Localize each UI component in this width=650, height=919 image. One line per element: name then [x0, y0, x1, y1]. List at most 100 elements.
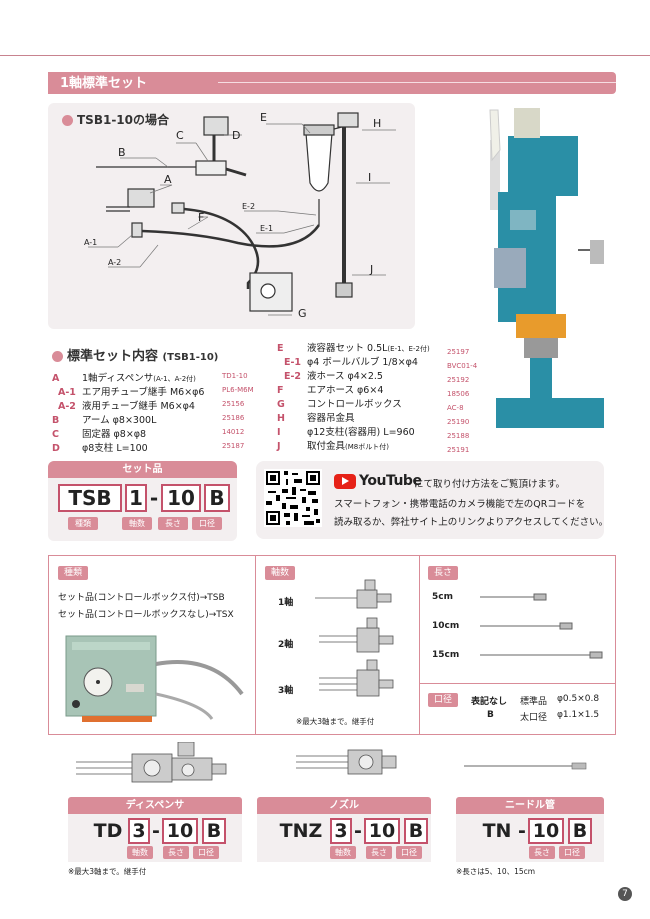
diagram-label-a: A: [164, 173, 172, 186]
parts-number: 25190: [447, 418, 470, 426]
parts-number: TD1-10: [222, 372, 248, 380]
length-option-10: 10cm: [432, 621, 460, 631]
code-part: TN: [482, 820, 512, 842]
tag-length: 長さ: [529, 846, 555, 859]
dispenser-title: ディスペンサ: [68, 797, 242, 814]
youtube-wordmark: YouTube: [359, 473, 422, 489]
parts-label: A: [52, 373, 60, 384]
qr-code[interactable]: [264, 469, 322, 527]
parts-number: 25191: [447, 446, 470, 454]
parts-label: H: [277, 413, 285, 424]
parts-row: B アーム φ8×300L 25186: [52, 412, 244, 426]
diagram-label-e: E: [260, 111, 267, 124]
page-number: 7: [618, 887, 632, 901]
code-axis: 3: [128, 818, 150, 844]
parts-number: 25197: [447, 348, 470, 356]
parts-label: C: [52, 429, 59, 440]
needle-tags: 長さ 口径: [529, 846, 585, 859]
parts-text: エアホース φ6×4: [307, 385, 384, 396]
code-length: 10: [364, 818, 400, 844]
code-length: 10: [162, 818, 198, 844]
tag-bore: 口径: [192, 517, 222, 530]
code-part: TD: [93, 820, 123, 842]
parts-text: アーム φ8×300L: [82, 415, 157, 426]
parts-text: φ12支柱(容器用) L=960: [307, 427, 415, 438]
bore-code-large: B: [487, 710, 494, 720]
code-part: TNZ: [279, 820, 323, 842]
dispenser-tags: 軸数 長さ 口径: [127, 846, 219, 859]
diagram-panel: [48, 103, 415, 329]
parts-text: φ8支柱 L=100: [82, 443, 148, 454]
needle-code: TN - 10 B: [478, 818, 592, 844]
diagram-label-a2: A-2: [108, 258, 121, 267]
parts-number: 25192: [447, 376, 470, 384]
parts-text: 1軸ディスペンサ: [82, 373, 154, 384]
parts-text: 取付金具: [307, 441, 346, 452]
options-type-line2: セット品(コントロールボックスなし)→TSX: [58, 610, 234, 620]
code-bore: B: [204, 484, 230, 512]
parts-text: φ4 ボールバルブ 1/8×φ4: [307, 357, 418, 368]
axis-note: ※最大3軸まで。継手付: [296, 717, 375, 726]
parts-label: B: [52, 415, 60, 426]
tag-axis: 軸数: [330, 846, 356, 859]
parts-note: (A-1、A-2付): [153, 375, 196, 383]
parts-label: E-2: [284, 371, 302, 382]
machine-photo: [489, 108, 604, 428]
diagram-title: TSB1-10の場合: [77, 113, 170, 127]
options-type-tab: 種類: [58, 566, 89, 580]
options-axis-tab: 軸数: [265, 566, 296, 580]
parts-number: 25186: [222, 414, 245, 422]
axis-option-1: 1軸: [278, 598, 294, 608]
options-divider: [419, 555, 420, 735]
diagram-label-g: G: [298, 307, 307, 320]
diagram-label-h: H: [373, 117, 381, 130]
bore-name-large: 太口径: [520, 713, 548, 723]
diagram-label-a1: A-1: [84, 238, 97, 247]
nozzle-tags: 軸数 長さ 口径: [330, 846, 422, 859]
standard-set-subtitle: (TSB1-10): [162, 352, 219, 363]
tag-bore: 口径: [559, 846, 585, 859]
tag-bore: 口径: [396, 846, 422, 859]
parts-text: エア用チューブ継手 M6×φ6: [82, 387, 205, 398]
parts-label: I: [277, 427, 281, 438]
note-bottom-left: ※最大3軸まで。継手付: [68, 867, 147, 876]
options-bore-tab: 口径: [428, 693, 459, 707]
dispenser-illustration: [76, 742, 227, 783]
code-type: TSB: [58, 484, 122, 512]
diagram-title-row: TSB1-10の場合: [62, 111, 169, 128]
parts-label: E: [277, 343, 284, 354]
axis-option-2: 2軸: [278, 640, 294, 650]
youtube-logo[interactable]: YouTube: [334, 473, 422, 489]
parts-label: D: [52, 443, 60, 454]
code-dash: -: [518, 820, 526, 842]
parts-number: PL6-M6M: [222, 386, 254, 394]
top-rule: [0, 55, 650, 56]
tag-bore: 口径: [193, 846, 219, 859]
tag-axis: 軸数: [127, 846, 153, 859]
dispenser-body: [127, 188, 155, 208]
parts-text: 液容器セット 0.5L: [307, 343, 388, 354]
parts-label: J: [277, 441, 281, 452]
code-axis: 3: [330, 818, 352, 844]
parts-text: 液用チューブ継手 M6×φ4: [82, 401, 195, 412]
parts-note: (M8ボルト付): [345, 443, 389, 451]
dispenser-code: TD 3 - 10 B: [88, 818, 226, 844]
reservoir: [305, 132, 333, 192]
youtube-play-icon: [334, 473, 356, 489]
youtube-text-2: スマートフォン・携帯電話のカメラ機能で左のQRコードを: [334, 499, 586, 510]
parts-row: A 1軸ディスペンサ(A-1、A-2付) TD1-10: [52, 370, 248, 384]
section-header: 1軸標準セット: [48, 72, 616, 94]
tag-length: 長さ: [163, 846, 189, 859]
diagram-label-j: J: [369, 263, 373, 276]
parts-number: 14012: [222, 428, 245, 436]
parts-number: 25187: [222, 442, 245, 450]
nozzle-illustration: [296, 749, 397, 775]
parts-label: A-1: [58, 387, 76, 398]
bore-value-large: φ1.1×1.5: [557, 710, 600, 720]
bullet-icon: [52, 351, 63, 362]
